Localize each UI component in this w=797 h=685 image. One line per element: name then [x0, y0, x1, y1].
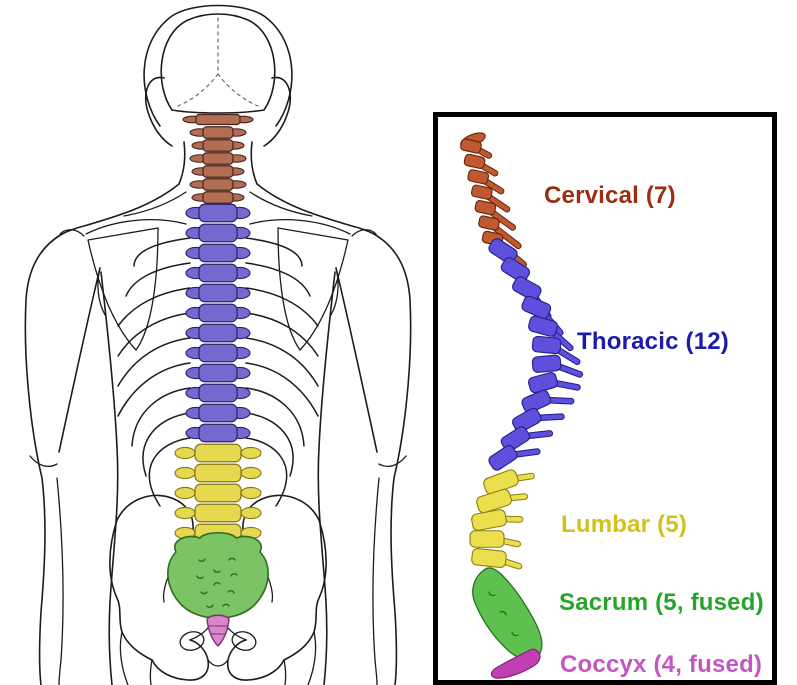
lat-vertebra-lumbar-3: [471, 509, 524, 531]
sacrum-shape: [167, 531, 269, 620]
left-clavicle: [85, 219, 187, 235]
lat-vertebra-thoracic-6: [531, 335, 581, 365]
body-outline: [24, 4, 412, 685]
lat-vertebra-thoracic-10: [512, 407, 565, 433]
right-ischium: [226, 639, 285, 681]
skull-outline: [160, 13, 276, 114]
lat-vertebra-lumbar-2: [476, 488, 529, 514]
pubic-arch: [207, 659, 229, 667]
lat-sacrum-shape: [472, 567, 543, 661]
left-ischium: [151, 639, 210, 681]
vertebra-thoracic-5: [185, 283, 251, 303]
vertebra-thoracic-7: [185, 323, 251, 343]
vertebra-thoracic-1: [185, 203, 251, 223]
lat-vertebra-thoracic-9: [521, 389, 575, 414]
neck-base-right: [249, 191, 313, 217]
lat-vertebra-cervical-1: [460, 138, 493, 159]
left-arm-outer: [24, 233, 63, 685]
vertebra-cervical-4: [189, 152, 247, 165]
vertebra-thoracic-8: [185, 343, 251, 363]
rib-cage: [117, 237, 319, 507]
lat-vertebra-thoracic-5: [528, 315, 574, 352]
vertebra-cervical-2: [189, 126, 247, 139]
torso-right-side: [317, 271, 336, 685]
vertebra-thoracic-9: [185, 363, 251, 383]
vertebra-thoracic-6: [185, 303, 251, 323]
vertebra-thoracic-2: [185, 223, 251, 243]
torso-left-side: [100, 271, 119, 685]
vertebra-lumbar-4: [174, 503, 262, 523]
lambdoid-suture-left: [177, 73, 219, 107]
right-arm-inner: [335, 267, 378, 453]
vertebra-cervical-5: [191, 165, 245, 178]
vertebra-lumbar-2: [174, 463, 262, 483]
right-femur-inner: [283, 659, 287, 685]
lat-vertebra-cervical-3: [467, 169, 505, 195]
trapezius-right: [256, 183, 375, 235]
right-arm-outer: [373, 233, 412, 685]
left-acromion: [59, 229, 85, 237]
right-armpit-fold: [330, 267, 339, 316]
left-elbow-crease: [29, 455, 58, 467]
cervical-label: Cervical (7): [544, 182, 676, 209]
vertebra-cervical-3: [191, 139, 245, 152]
vertebra-thoracic-11: [185, 403, 251, 423]
vertebra-cervical-7: [191, 191, 245, 204]
vertebra-cervical-1: [182, 113, 254, 126]
lat-vertebra-lumbar-5: [471, 547, 523, 570]
right-ear: [263, 76, 292, 147]
posterior-body-figure: [24, 4, 412, 685]
neck-base-left: [123, 191, 187, 217]
right-hip-outer: [283, 519, 327, 661]
lambdoid-suture-right: [217, 73, 259, 107]
thoracic-label: Thoracic (12): [577, 328, 729, 355]
spine-detail-panel: Cervical (7) Thoracic (12) Lumbar (5) Sa…: [433, 112, 777, 685]
right-forearm-inner: [372, 477, 380, 685]
right-acromion: [351, 229, 377, 237]
right-scapula: [277, 227, 349, 351]
lat-vertebra-cervical-6: [478, 215, 522, 250]
vertebra-lumbar-3: [174, 483, 262, 503]
lumbar-label: Lumbar (5): [561, 511, 688, 538]
lat-vertebra-lumbar-4: [469, 530, 521, 548]
vertebra-thoracic-12: [185, 423, 251, 443]
lat-vertebra-thoracic-12: [488, 444, 541, 471]
right-obturator-foramen: [231, 631, 257, 651]
vertebra-thoracic-3: [185, 243, 251, 263]
left-obturator-foramen: [179, 631, 205, 651]
vertebra-lumbar-1: [174, 443, 262, 463]
neck-right: [250, 141, 258, 185]
lateral-spine-figure: [460, 132, 584, 679]
coccyx-shape: [206, 614, 230, 647]
right-elbow-crease: [378, 455, 407, 467]
coccyx-label: Coccyx (4, fused): [560, 651, 763, 678]
left-armpit-fold: [97, 267, 106, 316]
left-hip-outer: [109, 519, 153, 661]
left-scapula: [87, 227, 159, 351]
vertebra-thoracic-4: [185, 263, 251, 283]
posterior-spine-overlay: [167, 113, 269, 647]
right-femur: [307, 631, 317, 685]
lat-vertebra-cervical-2: [463, 153, 499, 177]
left-arm-inner: [58, 267, 101, 453]
neck-left: [178, 141, 186, 185]
left-femur: [119, 631, 129, 685]
lat-vertebra-thoracic-7: [531, 354, 584, 378]
vertebra-thoracic-10: [185, 383, 251, 403]
right-clavicle: [249, 219, 351, 235]
vertebra-cervical-6: [189, 178, 247, 191]
left-femur-inner: [149, 659, 153, 685]
head-outline: [143, 4, 293, 127]
lateral-spine-column: [460, 132, 584, 679]
sacrum-label: Sacrum (5, fused): [559, 589, 764, 616]
lat-vertebra-lumbar-1: [483, 469, 535, 495]
left-ear: [144, 76, 173, 147]
lat-coccyx-shape: [490, 648, 541, 679]
left-forearm-inner: [56, 477, 64, 685]
trapezius-left: [61, 183, 180, 235]
lat-vertebra-cervical-5: [474, 200, 517, 231]
